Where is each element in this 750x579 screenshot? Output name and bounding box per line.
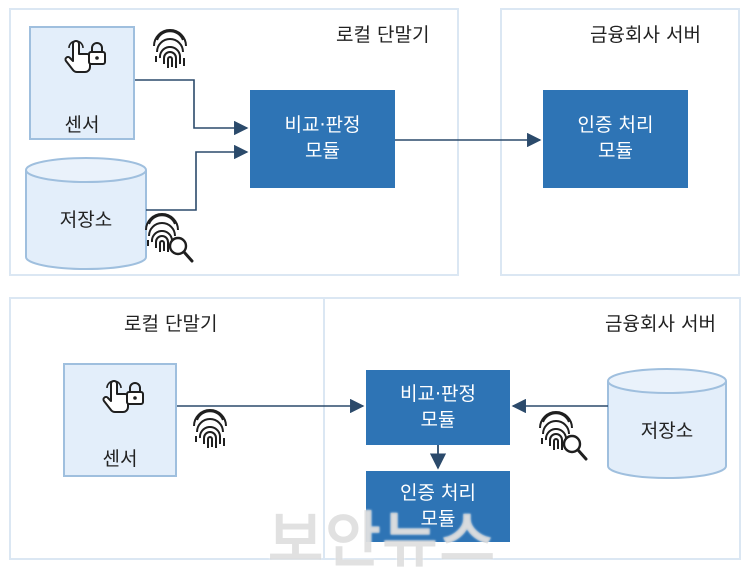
top-auth-module: 인증 처리 모듈 — [543, 90, 688, 188]
bottom-compare-module-line1: 비교·판정 — [400, 382, 476, 405]
watermark: 보안뉴스 — [268, 506, 497, 576]
bottom-sensor-box — [63, 363, 177, 477]
top-touch-lock-icon — [63, 40, 107, 74]
bottom-compare-module-line2: 모듈 — [420, 408, 456, 431]
bottom-sensor-label: 센서 — [102, 448, 138, 470]
top-compare-module-line2: 모듈 — [305, 140, 340, 162]
top-local-terminal-title: 로컬 단말기 — [336, 24, 430, 46]
bottom-storage-label: 저장소 — [640, 420, 694, 442]
bottom-auth-module: 인증 처리 모듈 — [366, 471, 510, 542]
bottom-local-terminal-title: 로컬 단말기 — [124, 313, 218, 335]
top-auth-module-line2: 모듈 — [598, 140, 633, 162]
top-fingerprint-icon — [153, 29, 187, 69]
top-compare-module-line1: 비교·판정 — [284, 114, 361, 137]
top-auth-module-line1: 인증 처리 — [577, 114, 654, 137]
top-sensor-label: 센서 — [64, 114, 100, 136]
top-sensor-to-compare-arrow — [135, 79, 249, 136]
bottom-storage-cylinder-icon — [607, 368, 727, 479]
bottom-auth-module-line1: 인증 처리 — [400, 481, 476, 504]
bottom-financial-server-title: 금융회사 서버 — [605, 313, 716, 335]
top-storage-cylinder-icon — [25, 157, 147, 270]
bottom-compare-module: 비교·판정 모듈 — [366, 370, 510, 445]
top-compare-module: 비교·판정 모듈 — [250, 90, 395, 188]
bottom-fingerprint-search-icon — [539, 411, 588, 461]
top-storage-label: 저장소 — [59, 209, 113, 231]
diagram-graphics — [25, 29, 727, 479]
bottom-auth-module-line2: 모듈 — [420, 507, 456, 530]
top-financial-server-title: 금융회사 서버 — [590, 24, 701, 46]
top-storage-to-compare-arrow — [146, 144, 249, 211]
bottom-touch-lock-icon — [101, 380, 145, 414]
top-fingerprint-search-icon — [145, 213, 194, 263]
bottom-fingerprint-icon — [193, 409, 227, 449]
